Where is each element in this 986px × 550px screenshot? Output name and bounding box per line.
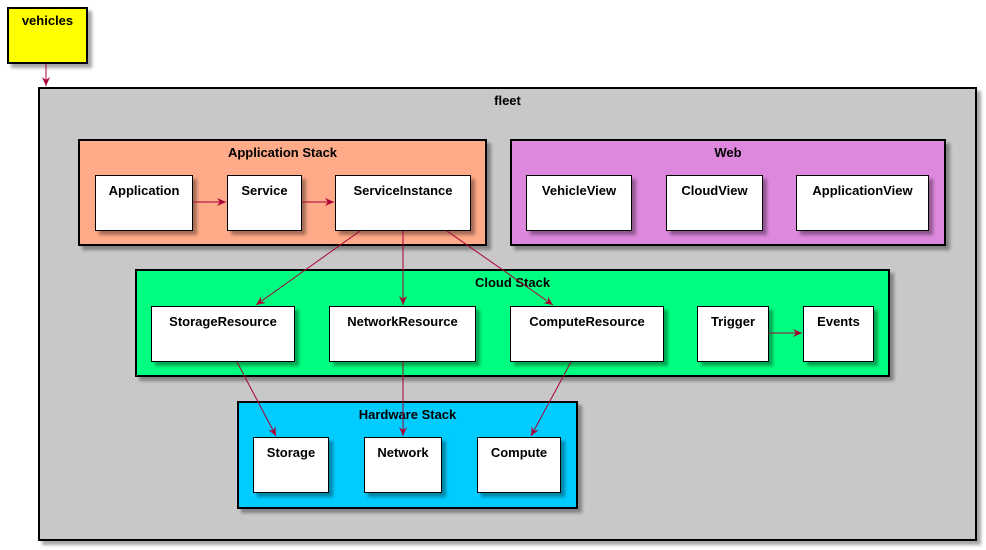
compute-resource-label: ComputeResource [529,314,645,329]
vehicles-label: vehicles [21,13,74,28]
vehicles-node: vehicles [7,7,88,64]
trigger-label: Trigger [710,314,756,329]
vehicle-view-label: VehicleView [541,183,617,198]
service-instance-label: ServiceInstance [353,183,453,198]
cloud-view-node: CloudView [666,175,763,231]
application-node: Application [95,175,193,231]
storage-node: Storage [253,437,329,493]
application-label: Application [108,183,180,198]
cloud-stack-label: Cloud Stack [474,275,551,290]
trigger-node: Trigger [697,306,769,362]
application-view-label: ApplicationView [812,183,913,198]
network-resource-node: NetworkResource [329,306,476,362]
service-node: Service [227,175,302,231]
vehicle-view-node: VehicleView [526,175,632,231]
web-label: Web [714,145,742,160]
hardware-stack-label: Hardware Stack [358,407,457,422]
compute-node: Compute [477,437,561,493]
application-view-node: ApplicationView [796,175,929,231]
application-stack-label: Application Stack [227,145,338,160]
compute-resource-node: ComputeResource [510,306,664,362]
storage-resource-label: StorageResource [169,314,277,329]
fleet-label: fleet [494,93,521,108]
storage-label: Storage [266,445,316,460]
events-label: Events [817,314,860,329]
service-instance-node: ServiceInstance [335,175,471,231]
compute-label: Compute [490,445,548,460]
network-node: Network [364,437,442,493]
storage-resource-node: StorageResource [151,306,295,362]
network-label: Network [377,445,429,460]
service-label: Service [241,183,288,198]
events-node: Events [803,306,874,362]
network-resource-label: NetworkResource [347,314,458,329]
cloud-view-label: CloudView [681,183,748,198]
